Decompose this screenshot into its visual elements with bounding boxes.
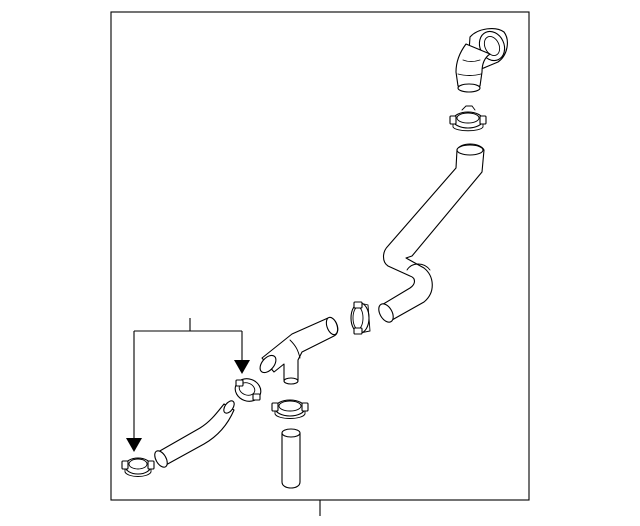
tee-hose-icon <box>259 316 339 385</box>
arrow-icon <box>234 360 250 374</box>
short-tube-icon <box>281 428 301 489</box>
upper-hose-icon <box>378 143 485 323</box>
upper-clamp-icon <box>449 105 487 132</box>
bottom-left-clamp-icon <box>121 457 155 477</box>
lower-center-clamp-icon <box>271 399 309 419</box>
diagram-frame <box>110 11 530 501</box>
middle-clamp-icon <box>350 301 371 335</box>
left-arrow-clamp-icon <box>234 378 262 402</box>
callout-bracket <box>126 318 250 452</box>
lower-hose-icon <box>154 400 235 468</box>
elbow-fitting-icon <box>455 28 508 93</box>
arrow-icon <box>126 438 142 452</box>
